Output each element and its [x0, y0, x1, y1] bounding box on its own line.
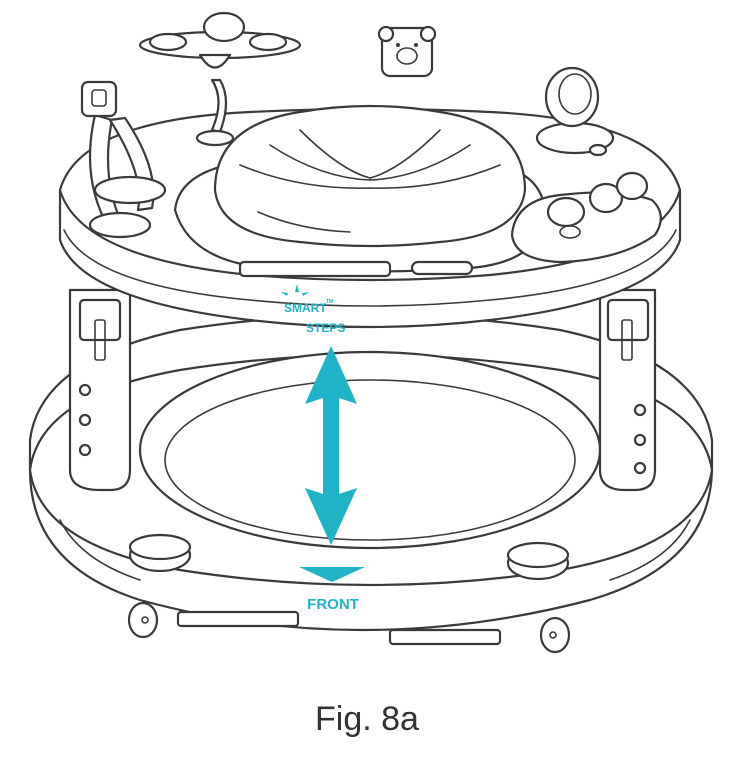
- wheel-left: [127, 601, 159, 639]
- base: [28, 313, 714, 632]
- logo-trademark: TM: [326, 299, 333, 305]
- toy-flower-spinner: [138, 11, 302, 147]
- toy-button-panel: [510, 171, 662, 264]
- base-stopper-right: [506, 541, 570, 581]
- wheel-right: [539, 616, 571, 654]
- smart-steps-logo: SMART STEPS TM: [281, 284, 345, 335]
- logo-line2: STEPS: [306, 321, 345, 335]
- front-label: FRONT: [307, 596, 359, 613]
- toy-arch: [80, 80, 167, 239]
- toy-mirror: [535, 66, 615, 157]
- seat: [173, 104, 547, 278]
- base-stopper-left: [128, 533, 192, 573]
- logo-line1: SMART: [284, 301, 327, 315]
- leg-left: [68, 288, 132, 492]
- height-adjust-arrow: [305, 346, 357, 545]
- front-triangle-icon: [299, 567, 365, 582]
- toy-bear-block: [377, 25, 437, 78]
- leg-right: [598, 288, 657, 492]
- figure-caption: Fig. 8a: [315, 700, 419, 738]
